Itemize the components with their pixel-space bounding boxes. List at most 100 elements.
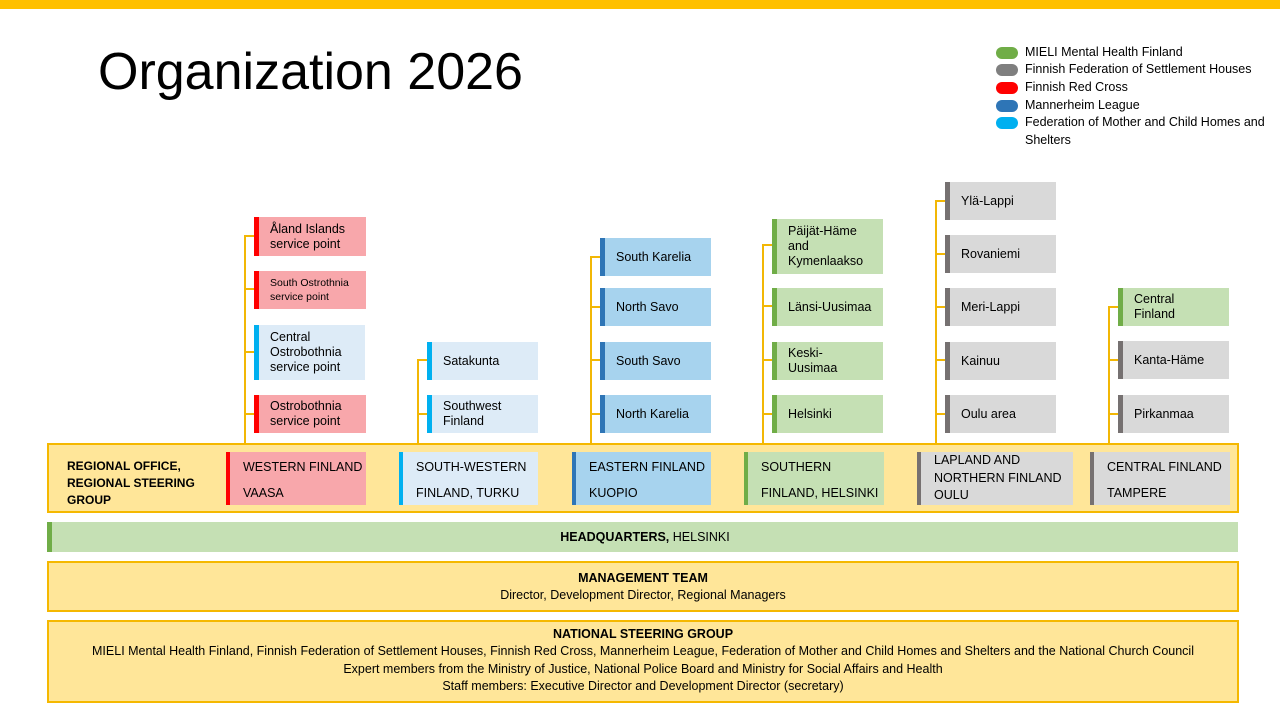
unit-south-savo: South Savo — [600, 342, 711, 380]
connector — [762, 305, 774, 307]
legend-item-mieli: MIELI Mental Health Finland — [996, 44, 1276, 62]
unit-label: Kanta-Häme — [1134, 352, 1205, 367]
unit-label: Keski-Uusimaa — [788, 346, 838, 375]
unit-lansi-uusimaa: Länsi-Uusimaa — [772, 288, 883, 326]
connector-western — [244, 235, 246, 453]
unit-oulu-area: Oulu area — [945, 395, 1056, 433]
unit-label: South Ostrothnia service point — [270, 277, 349, 303]
unit-kanta-hame: Kanta-Häme — [1118, 341, 1229, 379]
office-name: SOUTH-WESTERN — [416, 460, 527, 474]
unit-label: Ostrobothnia service point — [270, 399, 342, 428]
light-blue-dot-icon — [996, 117, 1018, 129]
connector — [935, 306, 947, 308]
management-team-box: MANAGEMENT TEAM Director, Development Di… — [47, 561, 1239, 612]
regional-office-label: REGIONAL OFFICE, REGIONAL STEERING GROUP — [67, 459, 195, 507]
unit-label: North Savo — [616, 299, 679, 314]
unit-label: Helsinki — [788, 406, 832, 421]
unit-label: Oulu area — [961, 406, 1016, 421]
connector — [590, 359, 602, 361]
office-lapland-northern-finland: LAPLAND AND NORTHERN FINLAND OULU — [917, 452, 1073, 505]
unit-south-ostrobothnia: South Ostrothnia service point — [254, 271, 366, 309]
connector-lapland — [935, 200, 937, 453]
office-eastern-finland: EASTERN FINLAND KUOPIO — [572, 452, 711, 505]
connector — [590, 256, 602, 258]
gray-dot-icon — [996, 64, 1018, 76]
legend-label: Finnish Red Cross — [1025, 80, 1128, 94]
unit-ostrobothnia: Ostrobothnia service point — [254, 395, 366, 433]
unit-label: South Savo — [616, 353, 681, 368]
unit-label: Åland Islands service point — [270, 221, 346, 251]
office-name: LAPLAND AND NORTHERN FINLAND OULU — [934, 453, 1062, 502]
legend-label: Finnish Federation of Settlement Houses — [1025, 62, 1252, 76]
legend-label: Federation of Mother and Child Homes and… — [1025, 115, 1265, 147]
connector — [935, 253, 947, 255]
unit-central-ostrobothnia: Central Ostrobothnia service point — [254, 325, 365, 380]
national-heading: NATIONAL STEERING GROUP — [552, 627, 734, 641]
connector — [244, 351, 256, 353]
unit-label: Ylä-Lappi — [961, 193, 1014, 208]
unit-north-karelia: North Karelia — [600, 395, 711, 433]
connector — [244, 288, 256, 290]
unit-kainuu: Kainuu — [945, 342, 1056, 380]
unit-pirkanmaa: Pirkanmaa — [1118, 395, 1229, 433]
office-city: TAMPERE — [1107, 486, 1167, 500]
legend-label: MIELI Mental Health Finland — [1025, 45, 1183, 59]
unit-label: Central Finland — [1134, 292, 1175, 321]
office-name: SOUTHERN — [761, 460, 832, 474]
office-central-finland: CENTRAL FINLAND TAMPERE — [1090, 452, 1230, 505]
national-members: MIELI Mental Health Finland, Finnish Fed… — [92, 644, 1194, 659]
connector — [1108, 306, 1120, 308]
connector-eastern — [590, 256, 592, 453]
unit-south-karelia: South Karelia — [600, 238, 711, 276]
connector — [935, 200, 947, 202]
unit-satakunta: Satakunta — [427, 342, 538, 380]
office-name: EASTERN FINLAND — [589, 460, 705, 474]
office-south-western-finland: SOUTH-WESTERN FINLAND, TURKU — [399, 452, 538, 505]
unit-rovaniemi: Rovaniemi — [945, 235, 1056, 273]
unit-meri-lappi: Meri-Lappi — [945, 288, 1056, 326]
unit-yla-lappi: Ylä-Lappi — [945, 182, 1056, 220]
legend-item-mother-child: Federation of Mother and Child Homes and… — [996, 114, 1276, 149]
management-heading: MANAGEMENT TEAM — [578, 571, 708, 585]
unit-helsinki: Helsinki — [772, 395, 883, 433]
connector — [1108, 359, 1120, 361]
headquarters-bar: HEADQUARTERS, HELSINKI — [47, 522, 1238, 552]
connector — [762, 244, 774, 246]
connector — [762, 413, 774, 415]
unit-aland-islands: Åland Islands service point — [254, 217, 366, 256]
connector-central — [1108, 306, 1110, 453]
management-members: Director, Development Director, Regional… — [500, 588, 786, 602]
unit-label: Rovaniemi — [961, 246, 1021, 261]
connector-southern — [762, 244, 764, 453]
unit-southwest-finland: Southwest Finland — [427, 395, 538, 433]
connector — [935, 413, 947, 415]
unit-label: Southwest Finland — [443, 399, 502, 428]
unit-label: South Karelia — [616, 249, 692, 264]
unit-label: Satakunta — [443, 353, 500, 368]
unit-label: North Karelia — [616, 406, 689, 421]
hq-city: HELSINKI — [669, 530, 730, 544]
connector-southwestern — [417, 359, 419, 453]
legend-item-mannerheim: Mannerheim League — [996, 97, 1276, 115]
unit-label: Meri-Lappi — [961, 299, 1021, 314]
top-accent-bar — [0, 0, 1280, 9]
office-city: FINLAND, TURKU — [416, 486, 520, 500]
unit-keski-uusimaa: Keski-Uusimaa — [772, 342, 883, 380]
hq-label: HEADQUARTERS, — [560, 530, 670, 544]
office-name: WESTERN FINLAND — [243, 460, 363, 474]
unit-label: Kainuu — [961, 353, 1000, 368]
legend-item-settlement: Finnish Federation of Settlement Houses — [996, 61, 1276, 79]
unit-label: Central Ostrobothnia service point — [270, 330, 342, 374]
office-city: KUOPIO — [589, 486, 638, 500]
legend-item-red-cross: Finnish Red Cross — [996, 79, 1276, 97]
connector — [244, 235, 256, 237]
unit-central-finland: Central Finland — [1118, 288, 1229, 326]
unit-paijat-hame: Päijät-Häme and Kymenlaakso — [772, 219, 883, 274]
office-name: CENTRAL FINLAND — [1107, 460, 1222, 474]
page-title: Organization 2026 — [98, 43, 523, 101]
office-city: VAASA — [243, 486, 284, 500]
national-staff-members: Staff members: Executive Director and De… — [442, 678, 844, 693]
office-western-finland: WESTERN FINLAND VAASA — [226, 452, 366, 505]
unit-label: Länsi-Uusimaa — [788, 299, 872, 314]
connector — [590, 413, 602, 415]
